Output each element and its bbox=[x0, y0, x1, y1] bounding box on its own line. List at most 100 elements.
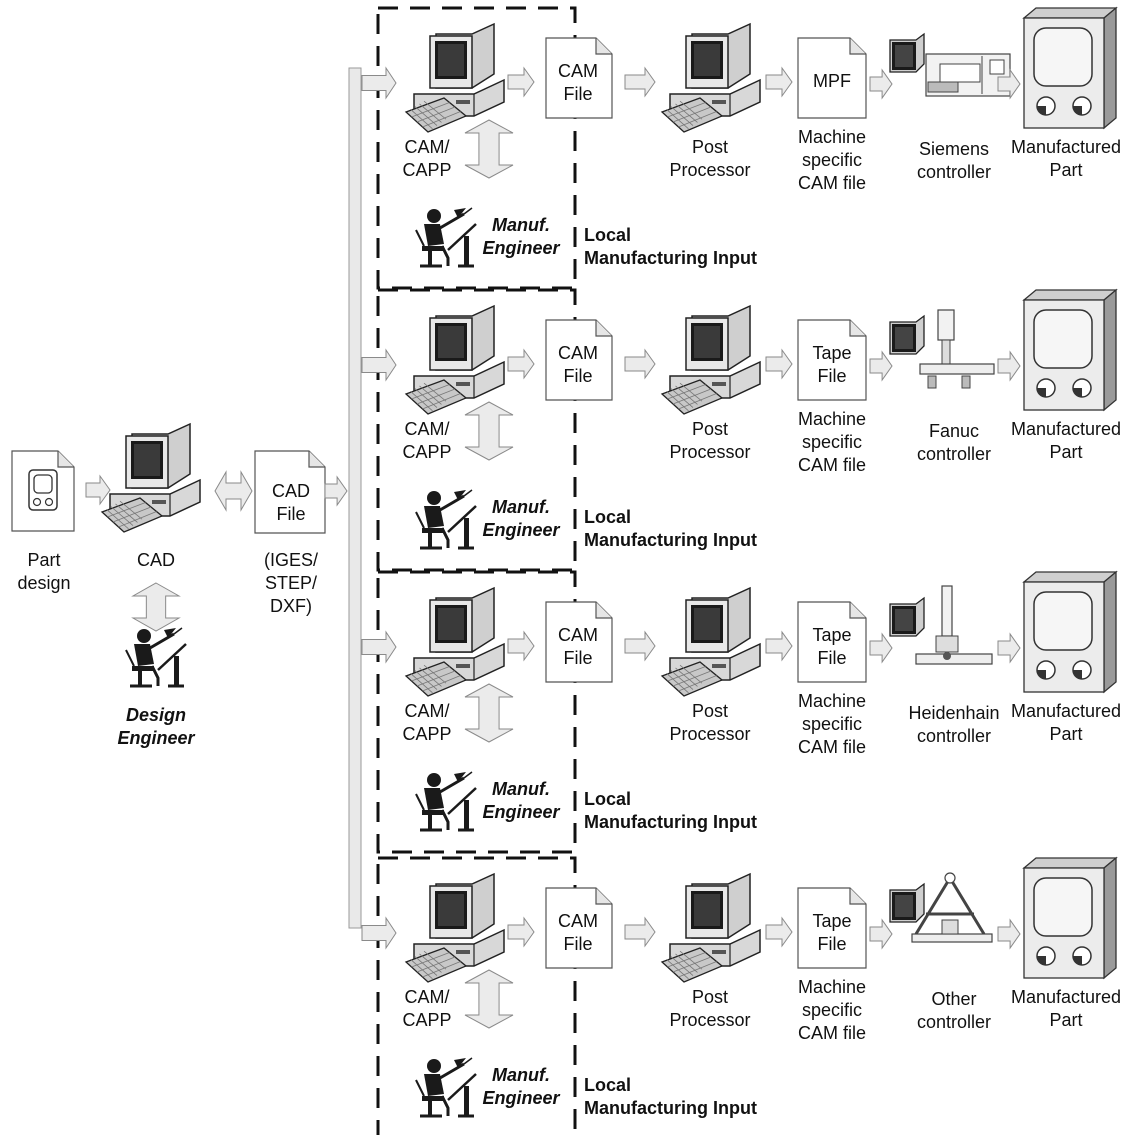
manuf-engineer-label-line: Engineer bbox=[482, 1088, 560, 1108]
machine-specific-label-line: specific bbox=[801, 432, 863, 452]
machine-file-label-line: File bbox=[817, 934, 847, 954]
machine-file-label-line: Tape bbox=[812, 343, 852, 363]
computer-icon bbox=[404, 872, 505, 983]
post-processor-label-line: Processor bbox=[669, 442, 751, 462]
cam-capp-double-arrow-icon bbox=[464, 969, 514, 1029]
local-manufacturing-box bbox=[376, 6, 577, 290]
cad-formats-label-line: (IGES/ bbox=[263, 550, 319, 570]
manufactured-part-label-line: Part bbox=[1049, 1010, 1083, 1030]
arrow-icon bbox=[361, 916, 397, 950]
arrow-icon bbox=[869, 918, 893, 950]
machine-file-label: MPF bbox=[813, 70, 851, 93]
arrow-icon bbox=[765, 916, 793, 948]
cam-capp-label-line: CAPP bbox=[402, 442, 452, 462]
cam-file-label-line: CAM bbox=[558, 61, 598, 81]
arrow-icon bbox=[997, 918, 1021, 950]
machine-specific-label-line: CAM file bbox=[797, 737, 867, 757]
controller-label-line: controller bbox=[916, 162, 992, 182]
engineer-icon bbox=[415, 1057, 477, 1118]
computer-icon bbox=[660, 22, 761, 133]
manuf-engineer-label-line: Engineer bbox=[482, 520, 560, 540]
manufactured-part-label-line: Manufactured bbox=[1010, 987, 1122, 1007]
cam-file-document-icon bbox=[545, 37, 613, 119]
cam-capp-label-line: CAPP bbox=[402, 160, 452, 180]
machine-file-document-icon bbox=[797, 887, 867, 969]
cad-formats-label: (IGES/STEP/DXF) bbox=[264, 549, 318, 618]
arrow-icon bbox=[765, 66, 793, 98]
machine-file-label-line: MPF bbox=[813, 71, 851, 91]
cam-file-label-line: File bbox=[563, 648, 593, 668]
manuf-engineer-label: Manuf.Engineer bbox=[482, 214, 559, 260]
controller-label-line: Fanuc bbox=[928, 421, 980, 441]
computer-icon bbox=[404, 586, 505, 697]
post-processor-label-line: Processor bbox=[669, 1010, 751, 1030]
engineer-icon bbox=[415, 771, 477, 832]
controller-label-line: Siemens bbox=[918, 139, 990, 159]
cad-label-line: CAD bbox=[136, 550, 176, 570]
arrow-icon bbox=[997, 68, 1021, 100]
machine-specific-label-line: Machine bbox=[797, 409, 867, 429]
computer-icon bbox=[404, 22, 505, 133]
local-manufacturing-input-label-line: Local bbox=[584, 789, 632, 809]
controller-label-line: Heidenhain bbox=[908, 703, 1000, 723]
local-manufacturing-input-label-line: Manufacturing Input bbox=[584, 248, 757, 268]
cam-capp-label-line: CAPP bbox=[402, 1010, 452, 1030]
arrow-icon bbox=[507, 630, 535, 662]
part-design-icon bbox=[28, 469, 58, 511]
arrow-icon bbox=[361, 348, 397, 382]
design-cad-double-arrow-icon bbox=[131, 582, 181, 632]
machine-specific-label-line: CAM file bbox=[797, 173, 867, 193]
manufactured-part-label-line: Part bbox=[1049, 160, 1083, 180]
local-manufacturing-input-label-line: Local bbox=[584, 225, 632, 245]
manuf-engineer-label-line: Manuf. bbox=[492, 215, 550, 235]
cnc-machine-icon bbox=[889, 872, 993, 943]
cam-capp-label: CAM/CAPP bbox=[402, 418, 451, 464]
cam-capp-label-line: CAM/ bbox=[404, 701, 450, 721]
local-manufacturing-input-label-line: Local bbox=[584, 507, 632, 527]
computer-icon bbox=[660, 872, 761, 983]
post-processor-label-line: Processor bbox=[669, 160, 751, 180]
local-manufacturing-input-label-line: Manufacturing Input bbox=[584, 530, 757, 550]
cad-file-label-line: CAD bbox=[271, 481, 311, 501]
computer-icon bbox=[404, 304, 505, 415]
local-manufacturing-input-label-line: Manufacturing Input bbox=[584, 812, 757, 832]
manufactured-part-icon bbox=[1022, 570, 1118, 694]
controller-label-line: Other bbox=[931, 989, 977, 1009]
manufactured-part-label-line: Manufactured bbox=[1010, 137, 1122, 157]
arrow-icon bbox=[869, 68, 893, 100]
cam-file-label: CAM File bbox=[558, 60, 598, 106]
arrow-icon bbox=[507, 348, 535, 380]
cad-formats-label-line: DXF) bbox=[269, 596, 312, 616]
cam-file-document-icon bbox=[545, 887, 613, 969]
engineer-icon bbox=[415, 489, 477, 550]
manuf-engineer-label: Manuf.Engineer bbox=[482, 778, 559, 824]
local-manufacturing-box bbox=[376, 856, 577, 1135]
arrow-icon bbox=[624, 348, 656, 380]
cam-file-label-line: File bbox=[563, 84, 593, 104]
cam-capp-double-arrow-icon bbox=[464, 683, 514, 743]
arrow-icon bbox=[869, 632, 893, 664]
post-processor-label-line: Post bbox=[691, 137, 729, 157]
engineer-icon bbox=[125, 627, 187, 688]
arrow-icon bbox=[507, 66, 535, 98]
cad-to-file-double-arrow-icon bbox=[214, 470, 253, 512]
arrow-icon bbox=[624, 66, 656, 98]
machine-file-document-icon bbox=[797, 37, 867, 119]
cam-capp-double-arrow-icon bbox=[464, 119, 514, 179]
arrow-icon bbox=[997, 632, 1021, 664]
manuf-engineer-label-line: Manuf. bbox=[492, 1065, 550, 1085]
machine-specific-label-line: Machine bbox=[797, 127, 867, 147]
arrow-icon bbox=[624, 630, 656, 662]
